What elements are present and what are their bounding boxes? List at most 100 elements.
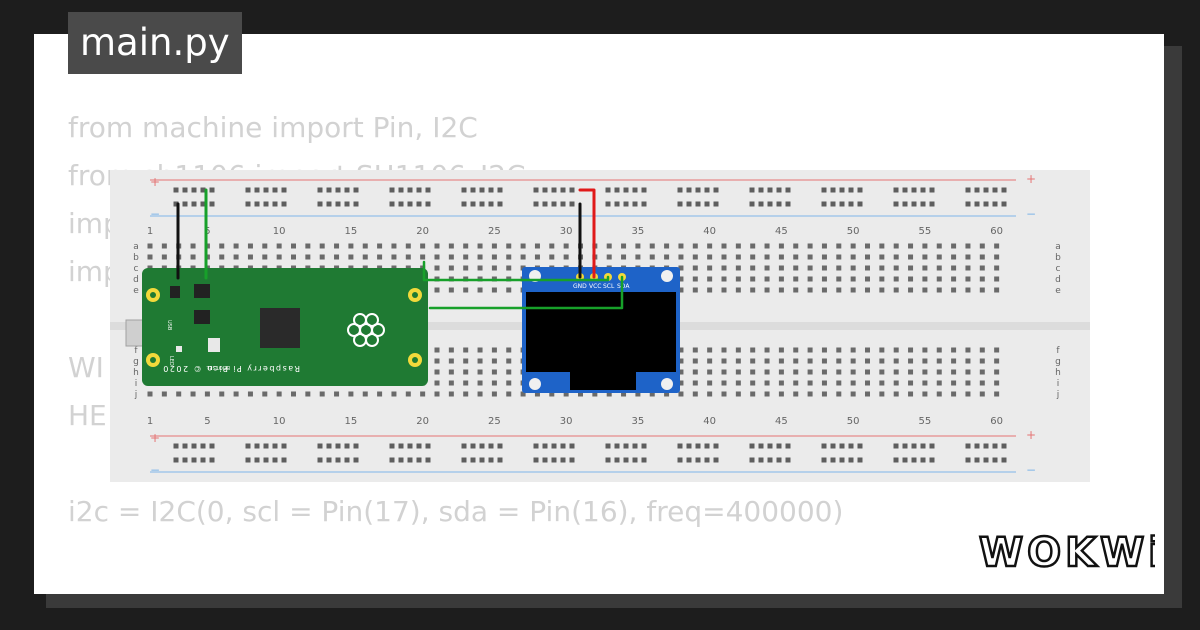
rail-hole[interactable] (272, 201, 278, 207)
breadboard-hole[interactable] (979, 380, 985, 386)
breadboard-hole[interactable] (922, 347, 928, 353)
rail-hole[interactable] (488, 457, 494, 463)
breadboard-hole[interactable] (735, 243, 741, 249)
breadboard-hole[interactable] (319, 254, 325, 260)
breadboard-hole[interactable] (721, 391, 727, 397)
rail-hole[interactable] (389, 457, 395, 463)
breadboard-hole[interactable] (161, 254, 167, 260)
breadboard-hole[interactable] (836, 265, 842, 271)
breadboard-hole[interactable] (936, 369, 942, 375)
breadboard-hole[interactable] (319, 391, 325, 397)
breadboard-hole[interactable] (879, 276, 885, 282)
breadboard-hole[interactable] (908, 391, 914, 397)
breadboard-hole[interactable] (477, 391, 483, 397)
rail-hole[interactable] (245, 457, 251, 463)
rail-hole[interactable] (614, 201, 620, 207)
breadboard-hole[interactable] (219, 391, 225, 397)
breadboard-hole[interactable] (477, 358, 483, 364)
rail-hole[interactable] (605, 457, 611, 463)
rail-hole[interactable] (551, 443, 557, 449)
rail-hole[interactable] (398, 457, 404, 463)
rail-hole[interactable] (704, 457, 710, 463)
breadboard-hole[interactable] (391, 391, 397, 397)
rail-hole[interactable] (929, 187, 935, 193)
breadboard-hole[interactable] (606, 254, 612, 260)
breadboard-hole[interactable] (635, 254, 641, 260)
rail-hole[interactable] (209, 187, 215, 193)
breadboard-hole[interactable] (161, 243, 167, 249)
breadboard-hole[interactable] (621, 391, 627, 397)
breadboard-hole[interactable] (807, 380, 813, 386)
breadboard-hole[interactable] (463, 380, 469, 386)
rail-hole[interactable] (461, 201, 467, 207)
breadboard-hole[interactable] (276, 243, 282, 249)
breadboard-hole[interactable] (836, 287, 842, 293)
breadboard-hole[interactable] (147, 243, 153, 249)
rail-hole[interactable] (821, 443, 827, 449)
breadboard-hole[interactable] (922, 276, 928, 282)
rail-hole[interactable] (416, 443, 422, 449)
rail-hole[interactable] (470, 443, 476, 449)
breadboard-hole[interactable] (190, 391, 196, 397)
rail-hole[interactable] (605, 201, 611, 207)
breadboard-hole[interactable] (219, 243, 225, 249)
breadboard-hole[interactable] (821, 347, 827, 353)
breadboard-hole[interactable] (420, 391, 426, 397)
rail-hole[interactable] (614, 443, 620, 449)
breadboard-hole[interactable] (893, 369, 899, 375)
breadboard-hole[interactable] (865, 391, 870, 397)
breadboard-hole[interactable] (836, 369, 842, 375)
breadboard-hole[interactable] (750, 265, 756, 271)
breadboard-hole[interactable] (463, 369, 469, 375)
breadboard-hole[interactable] (262, 254, 268, 260)
breadboard-hole[interactable] (506, 287, 512, 293)
breadboard-hole[interactable] (965, 287, 971, 293)
breadboard-hole[interactable] (821, 358, 827, 364)
breadboard-hole[interactable] (247, 254, 253, 260)
breadboard-hole[interactable] (276, 391, 282, 397)
breadboard-hole[interactable] (908, 276, 914, 282)
rail-hole[interactable] (254, 187, 260, 193)
rail-hole[interactable] (389, 443, 395, 449)
breadboard-hole[interactable] (879, 243, 885, 249)
breadboard-hole[interactable] (463, 391, 469, 397)
rail-hole[interactable] (335, 443, 341, 449)
breadboard-hole[interactable] (778, 287, 784, 293)
breadboard-hole[interactable] (965, 265, 971, 271)
rail-hole[interactable] (344, 187, 350, 193)
breadboard-hole[interactable] (678, 276, 684, 282)
breadboard-hole[interactable] (448, 380, 454, 386)
rail-hole[interactable] (317, 457, 323, 463)
breadboard-hole[interactable] (420, 254, 426, 260)
breadboard-hole[interactable] (793, 358, 799, 364)
breadboard-hole[interactable] (893, 243, 899, 249)
rail-hole[interactable] (776, 201, 782, 207)
rail-hole[interactable] (173, 187, 179, 193)
rail-hole[interactable] (425, 201, 431, 207)
breadboard-hole[interactable] (707, 287, 713, 293)
breadboard-hole[interactable] (979, 358, 985, 364)
breadboard-hole[interactable] (721, 347, 727, 353)
breadboard-hole[interactable] (922, 265, 928, 271)
rail-hole[interactable] (173, 457, 179, 463)
rail-hole[interactable] (992, 457, 998, 463)
breadboard-hole[interactable] (434, 358, 440, 364)
rail-hole[interactable] (641, 187, 647, 193)
breadboard-hole[interactable] (491, 254, 497, 260)
rail-hole[interactable] (191, 457, 197, 463)
rail-hole[interactable] (623, 201, 629, 207)
breadboard-hole[interactable] (678, 254, 684, 260)
rail-hole[interactable] (191, 443, 197, 449)
rail-hole[interactable] (749, 443, 755, 449)
breadboard-hole[interactable] (922, 287, 928, 293)
breadboard-hole[interactable] (994, 347, 1000, 353)
breadboard-hole[interactable] (836, 358, 842, 364)
rail-hole[interactable] (902, 201, 908, 207)
breadboard-hole[interactable] (147, 391, 153, 397)
rail-hole[interactable] (245, 187, 251, 193)
breadboard-hole[interactable] (879, 265, 885, 271)
breadboard-hole[interactable] (965, 358, 971, 364)
breadboard-hole[interactable] (908, 287, 914, 293)
rail-hole[interactable] (560, 443, 566, 449)
breadboard-hole[interactable] (491, 369, 497, 375)
